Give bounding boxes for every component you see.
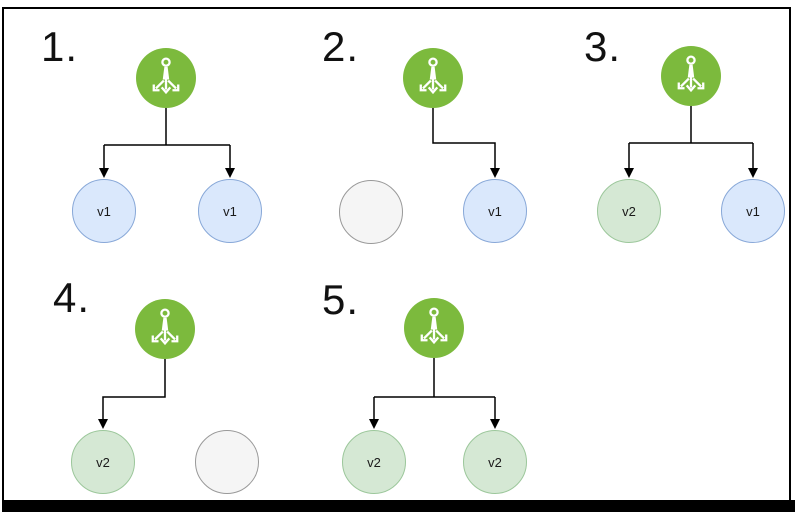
- pod-s2-left-empty: [339, 180, 403, 244]
- load-balancer-icon: [152, 56, 180, 94]
- arrowhead-icon: [490, 419, 500, 429]
- diagram-frame-border: [2, 7, 791, 510]
- pod-label: v2: [367, 454, 381, 470]
- load-balancer-icon: [419, 56, 447, 94]
- bottom-black-bar: [2, 500, 795, 512]
- scenario-2-number: 2.: [322, 23, 360, 70]
- pod-s3-left-v2: v2: [597, 179, 661, 243]
- scenario-3-number: 3.: [584, 23, 622, 70]
- pod-label: v1: [488, 203, 502, 219]
- arrowhead-icon: [748, 168, 758, 178]
- pod-s1-left-v1: v1: [72, 179, 136, 243]
- connector-s3: [628, 106, 754, 169]
- pod-label: v1: [746, 203, 760, 219]
- pod-s1-right-v1: v1: [198, 179, 262, 243]
- arrowhead-icon: [98, 419, 108, 429]
- pod-label: v1: [97, 203, 111, 219]
- load-balancer-node-s3: [661, 46, 721, 106]
- arrowhead-icon: [369, 419, 379, 429]
- pod-label: v2: [622, 203, 636, 219]
- arrowhead-icon: [99, 168, 109, 178]
- pod-s4-left-v2: v2: [71, 430, 135, 494]
- pod-label: v2: [488, 454, 502, 470]
- load-balancer-node-s1: [136, 48, 196, 108]
- arrowhead-icon: [490, 168, 500, 178]
- arrowhead-icon: [225, 168, 235, 178]
- load-balancer-node-s4: [135, 299, 195, 359]
- pod-s2-right-v1: v1: [463, 179, 527, 243]
- pod-s5-left-v2: v2: [342, 430, 406, 494]
- scenario-4-number: 4.: [53, 274, 91, 321]
- connector-s5: [373, 358, 496, 420]
- scenario-1-number: 1.: [41, 23, 79, 70]
- pod-label: v1: [223, 203, 237, 219]
- load-balancer-icon: [420, 306, 448, 344]
- connector-s4: [102, 359, 166, 420]
- load-balancer-node-s5: [404, 298, 464, 358]
- scenario-5-number: 5.: [322, 276, 360, 323]
- load-balancer-icon: [677, 54, 705, 92]
- load-balancer-icon: [151, 307, 179, 345]
- pod-label: v2: [96, 454, 110, 470]
- load-balancer-node-s2: [403, 48, 463, 108]
- connector-s2: [432, 108, 496, 169]
- connector-s1: [103, 108, 231, 169]
- arrowhead-icon: [624, 168, 634, 178]
- pod-s3-right-v1: v1: [721, 179, 785, 243]
- pod-s5-right-v2: v2: [463, 430, 527, 494]
- pod-s4-right-empty: [195, 430, 259, 494]
